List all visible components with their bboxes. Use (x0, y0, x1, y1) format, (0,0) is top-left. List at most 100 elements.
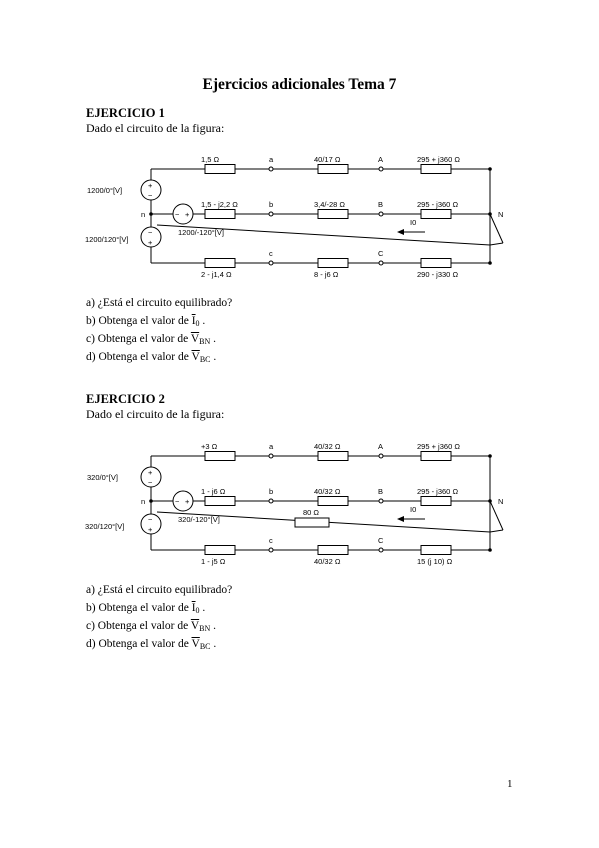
ex1-source-sign: + (148, 238, 153, 247)
ex1-source-sign: − (148, 191, 153, 200)
ex1-source-sign: − (148, 228, 153, 237)
ex1-node-b: b (269, 200, 273, 209)
phasor-subscript: BC (199, 355, 211, 364)
ex1-source-label: 1200/-120°[V] (178, 228, 224, 237)
question-d: d) Obtenga el valor de VBC . (86, 351, 216, 364)
ex2-impedance (204, 496, 236, 506)
question-text: d) Obtenga el valor de (86, 351, 192, 363)
phasor-subscript: BN (199, 624, 211, 633)
ex1-terminal (268, 166, 274, 172)
question-c: c) Obtenga el valor de VBN . (86, 620, 216, 633)
ex2-impedance (317, 496, 349, 506)
ex2-source-sign: + (185, 497, 190, 506)
question-text: c) Obtenga el valor de (86, 333, 191, 345)
ex2-terminal (268, 453, 274, 459)
ex1-impedance (317, 258, 349, 268)
exercise-1-circuit-diagram: +−−+−+1200/0°[V]1200/-120°[V]1200/120°[V… (85, 145, 515, 280)
ex2-node-c: c (269, 536, 273, 545)
ex1-terminal (268, 211, 274, 217)
question-a: a) ¿Está el circuito equilibrado? (86, 297, 232, 309)
question-text: b) Obtenga el valor de (86, 602, 192, 614)
ex2-impedance (420, 451, 452, 461)
question-a: a) ¿Está el circuito equilibrado? (86, 584, 232, 596)
ex2-node-dot (149, 499, 153, 503)
ex2-neutral-link (489, 529, 504, 533)
ex2-source-label: 320/0°[V] (87, 473, 118, 482)
question-text: b) Obtenga el valor de (86, 315, 192, 327)
phasor-symbol: V (190, 620, 200, 632)
ex2-neutral-impedance (294, 517, 330, 528)
exercise-2-intro: Dado el circuito de la figura: (86, 407, 225, 421)
ex1-source-c (140, 226, 162, 248)
ex2-source-label: 320/-120°[V] (178, 515, 220, 524)
ex1-node-C: C (378, 249, 384, 258)
ex2-impedance (204, 545, 236, 555)
phasor-symbol: I (191, 315, 196, 327)
ex1-node-n: n (141, 210, 145, 219)
phasor-subscript: BN (199, 337, 211, 346)
question-c: c) Obtenga el valor de VBN . (86, 333, 216, 346)
ex2-source-b (172, 490, 194, 512)
ex2-node-A: A (378, 442, 383, 451)
ex2-node-a: a (269, 442, 274, 451)
ex2-node-dot (488, 548, 492, 552)
ex2-impedance-label: 15 (j 10) Ω (417, 557, 453, 566)
question-end: . (199, 602, 206, 614)
ex1-terminal (378, 211, 384, 217)
ex1-node-dot (488, 167, 492, 171)
exercise-1-intro: Dado el circuito de la figura: (86, 121, 225, 135)
question-end: . (199, 315, 206, 327)
ex2-current-label: I0 (410, 505, 416, 514)
phasor-symbol: V (190, 333, 200, 345)
ex1-source-sign: + (185, 210, 190, 219)
ex1-terminal (378, 166, 384, 172)
ex2-terminal (378, 547, 384, 553)
exercise-2-circuit-diagram: 80 Ω+−−+−+320/0°[V]320/-120°[V]320/120°[… (85, 432, 515, 567)
ex1-impedance-label: 295 - j360 Ω (417, 200, 458, 209)
question-end: . (210, 333, 217, 345)
ex2-terminal (268, 498, 274, 504)
ex2-source-sign: − (175, 497, 180, 506)
ex1-impedance (204, 258, 236, 268)
phasor-symbol: V (191, 351, 200, 363)
question-text: d) Obtenga el valor de (86, 638, 192, 650)
ex1-node-B: B (378, 200, 383, 209)
ex1-node-c: c (269, 249, 273, 258)
ex1-node-a: a (269, 155, 274, 164)
phasor-subscript: BC (199, 642, 211, 651)
ex1-impedance (317, 164, 349, 174)
ex1-terminal (268, 260, 274, 266)
ex2-source-sign: − (148, 478, 153, 487)
phasor-subscript: 0 (195, 319, 200, 328)
ex2-source-sign: + (148, 468, 153, 477)
ex2-svg: 80 Ω+−−+−+320/0°[V]320/-120°[V]320/120°[… (85, 442, 504, 566)
ex1-node-dot (149, 212, 153, 216)
phasor-symbol: I (191, 602, 196, 614)
ex1-impedance-label: 1,5 - j2,2 Ω (201, 200, 238, 209)
ex2-impedance-label: 295 - j360 Ω (417, 487, 458, 496)
question-end: . (210, 638, 217, 650)
ex1-impedance (420, 164, 452, 174)
ex1-terminal (378, 260, 384, 266)
ex2-node-n: n (141, 497, 145, 506)
question-end: . (210, 351, 217, 363)
ex1-impedance (317, 209, 349, 219)
question-b: b) Obtenga el valor de I0 . (86, 315, 205, 328)
exercise-2-heading: EJERCICIO 2 (86, 392, 165, 406)
ex2-current-arrowhead (397, 516, 404, 522)
phasor-subscript: 0 (195, 606, 200, 615)
question-text: a) ¿Está el circuito equilibrado? (86, 584, 233, 596)
ex2-impedance (317, 451, 349, 461)
ex1-impedance-label: 8 - j6 Ω (314, 270, 339, 279)
ex1-current-arrowhead (397, 229, 404, 235)
ex2-impedance-label: 40/32 Ω (314, 442, 341, 451)
ex2-node-B: B (378, 487, 383, 496)
ex2-source-sign: + (148, 525, 153, 534)
ex2-impedance-label: 1 - j6 Ω (201, 487, 226, 496)
question-text: a) ¿Está el circuito equilibrado? (86, 297, 233, 309)
ex1-neutral-return (489, 213, 504, 244)
ex1-neutral-wire (156, 224, 491, 246)
phasor-symbol: V (191, 638, 200, 650)
ex1-source-a (140, 179, 162, 201)
ex1-impedance-label: 295 + j360 Ω (417, 155, 460, 164)
